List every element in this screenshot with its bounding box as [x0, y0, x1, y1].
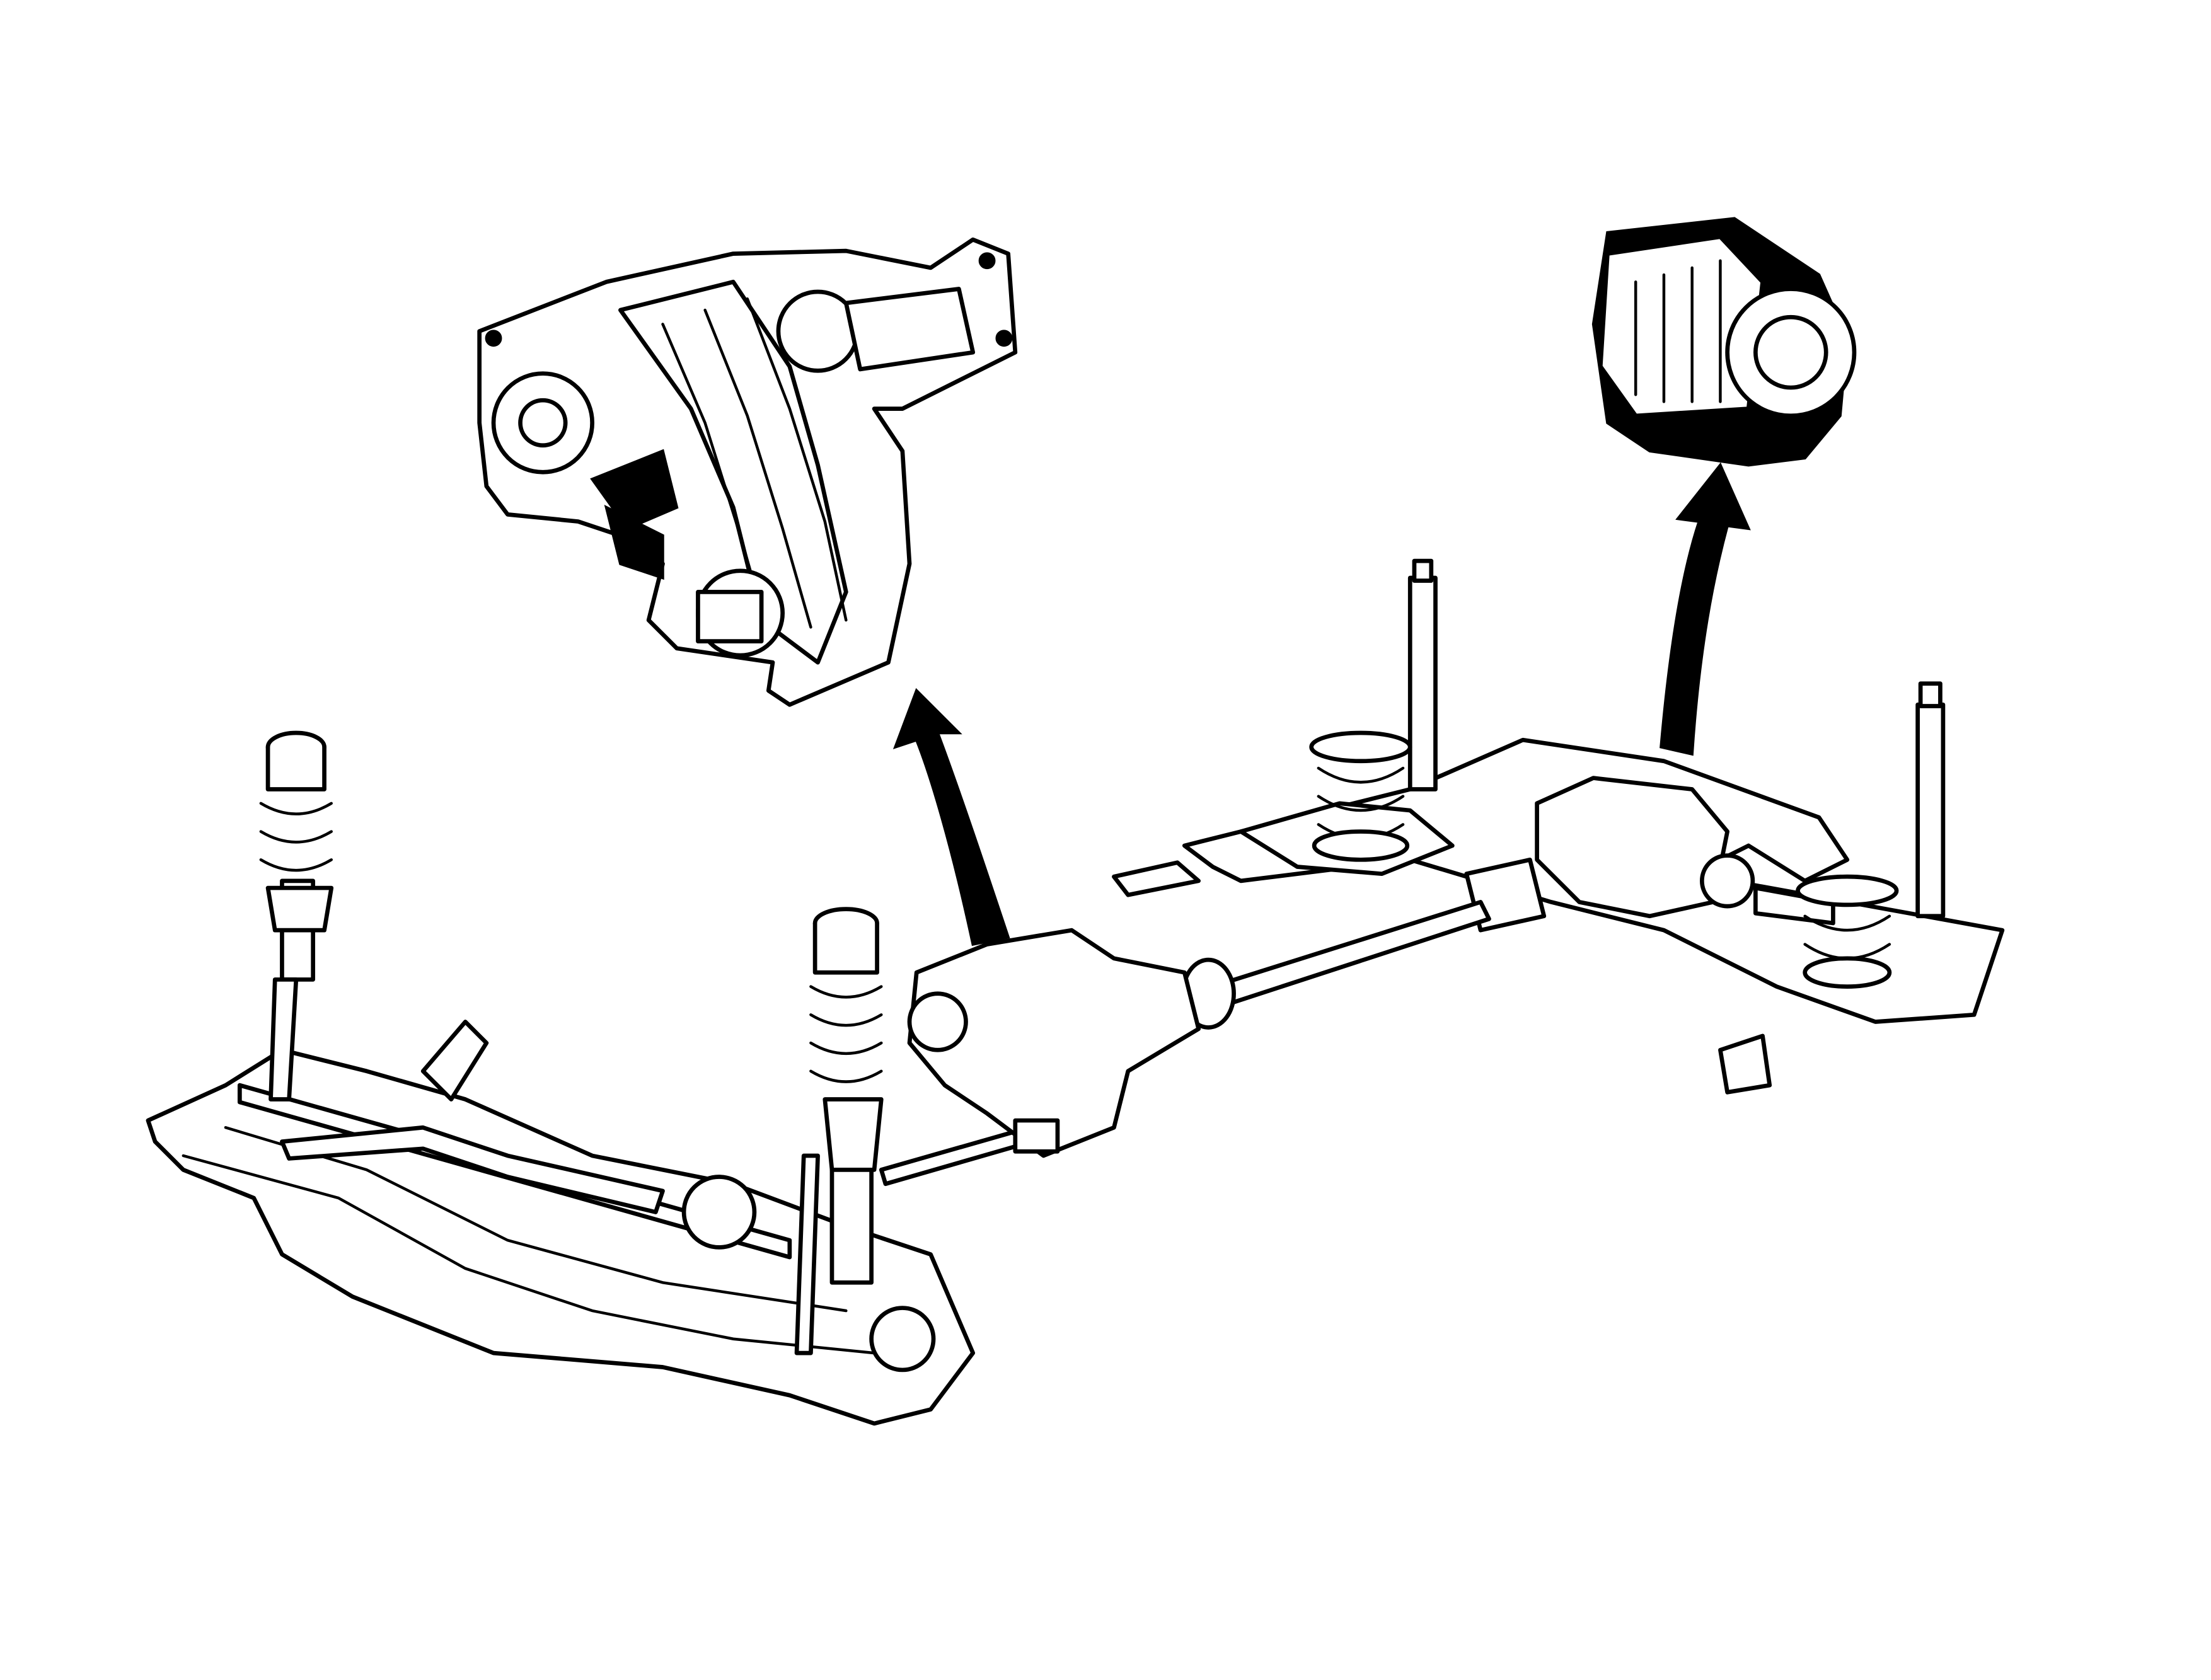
front-right-strut	[794, 907, 884, 1355]
rear-differential-cutaway	[1591, 217, 1857, 467]
transfer-case	[907, 928, 1201, 1158]
rear-right-shock	[1796, 681, 1946, 989]
arrow-to-rear-differential	[1660, 462, 1751, 756]
front-left-strut	[259, 730, 334, 1102]
front-steering-rack	[237, 1083, 936, 1372]
arrow-to-transfer-case	[892, 688, 1010, 946]
rear-differential	[1464, 776, 1835, 933]
detail-arrows	[892, 462, 1751, 946]
transfer-case-cutaway	[477, 237, 1018, 707]
rear-left-shock	[1309, 558, 1438, 862]
